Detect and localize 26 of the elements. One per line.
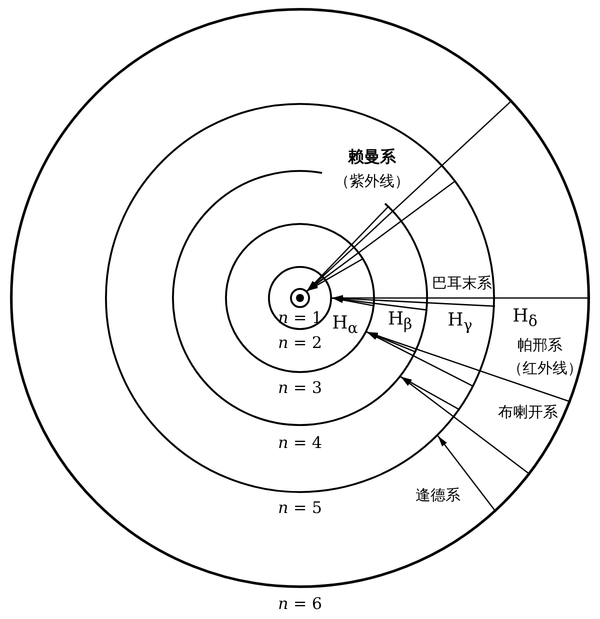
orbit-label: n = 4 xyxy=(278,434,322,452)
transition-arrow xyxy=(366,331,474,388)
orbit-label: n = 2 xyxy=(278,334,322,352)
series-label: （紫外线） xyxy=(334,172,410,190)
series-label: 逢德系 xyxy=(416,486,460,504)
transition-arrow xyxy=(366,331,571,403)
transition-arrow xyxy=(400,376,530,476)
transition-arrow xyxy=(306,100,513,292)
transition-arrow xyxy=(332,296,495,307)
transition-arrow xyxy=(332,297,375,306)
orbit-label: n = 6 xyxy=(278,595,322,613)
transition-arrow xyxy=(400,376,460,410)
orbit-label: n = 5 xyxy=(278,499,322,517)
orbit-label: n = 3 xyxy=(278,379,322,397)
series-label: （红外线） xyxy=(508,360,582,376)
transition-arrow xyxy=(306,180,456,292)
transition-arrow xyxy=(437,435,496,512)
series-label: 赖曼系 xyxy=(348,148,396,166)
series-label: 巴耳末系 xyxy=(432,274,492,292)
transition-arrow xyxy=(332,295,590,301)
series-label: 帕邢系 xyxy=(518,336,562,354)
edge-label: H$_{γ}$ xyxy=(446,310,474,334)
transition-arrow xyxy=(332,296,428,311)
transition-arrow xyxy=(306,258,364,292)
edge-label: H$_{β}$ xyxy=(386,309,414,333)
series-label: 布喇开系 xyxy=(498,404,558,420)
